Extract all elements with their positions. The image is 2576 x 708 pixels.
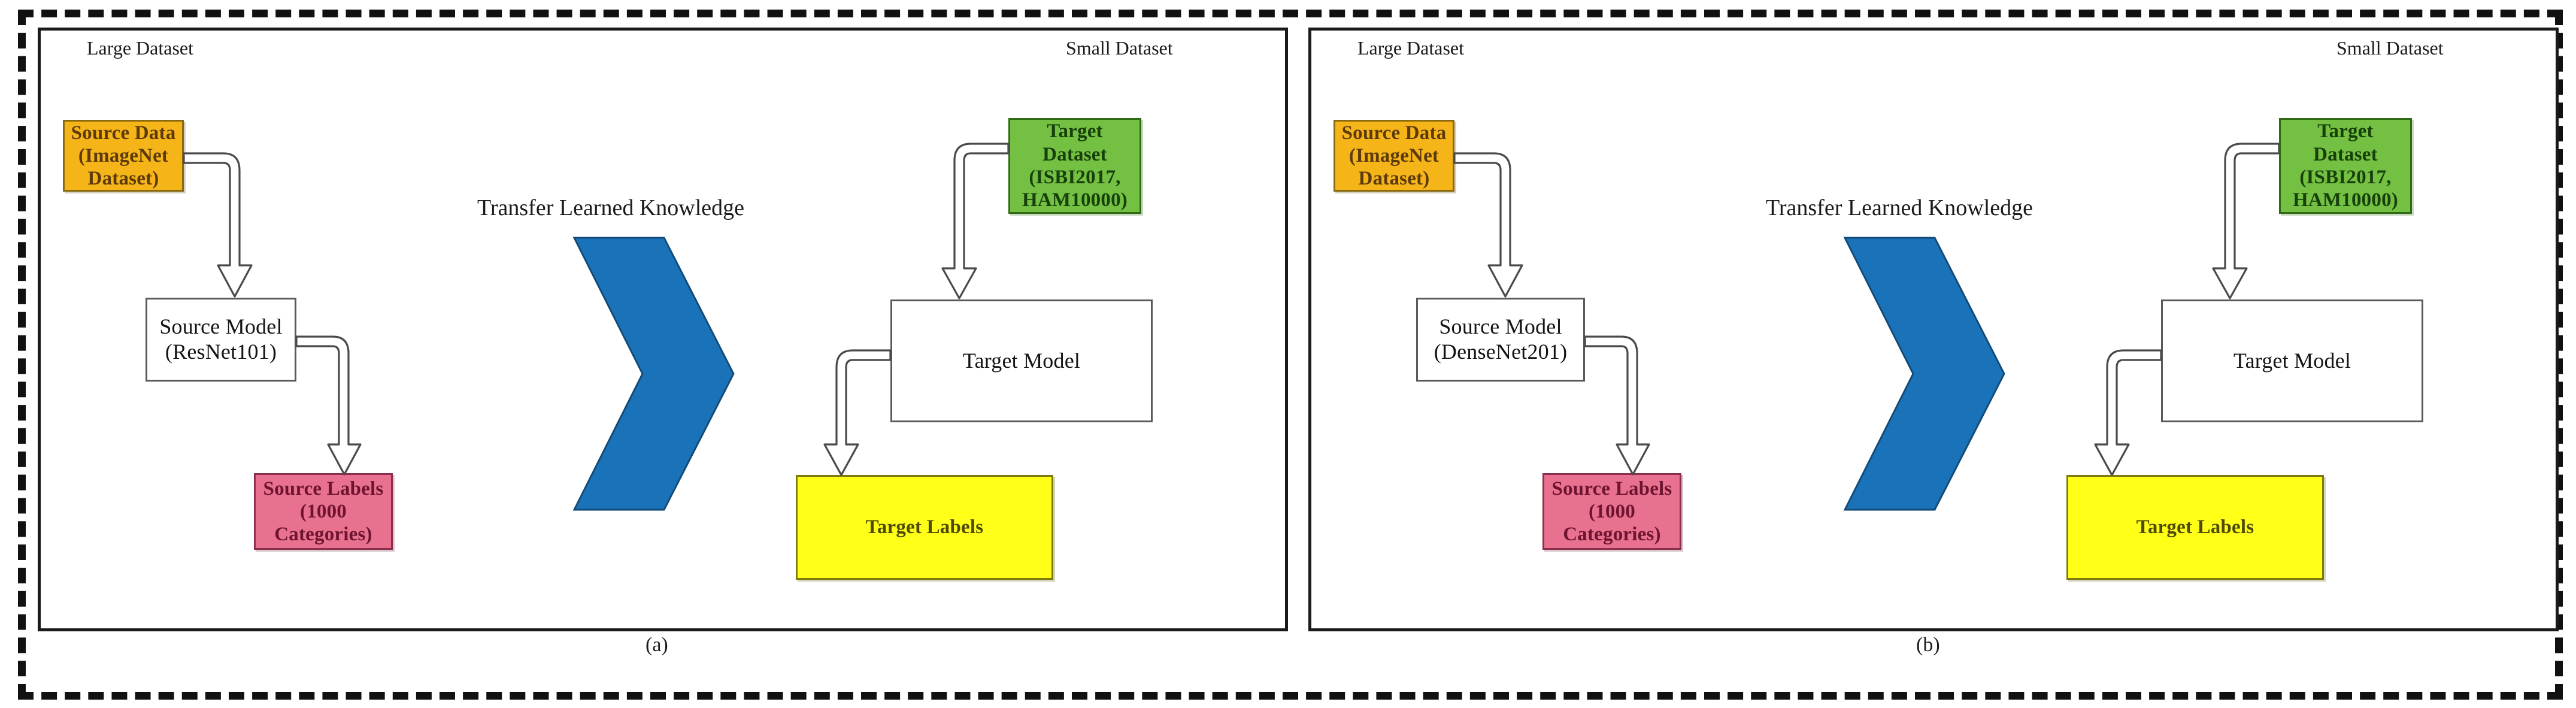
panel-b-target-labels-text: Target Labels [2136, 516, 2254, 538]
panel-a-source-data-box: Source Data (ImageNet Dataset) [63, 120, 184, 192]
panel-b-target-model-text: Target Model [2233, 348, 2351, 373]
panel-a-source-data-text: Source Data (ImageNet Dataset) [71, 122, 176, 190]
panel-b-caption: (b) [1916, 634, 1940, 656]
panel-a-target-model-text: Target Model [962, 348, 1081, 373]
panel-a-source-model-text: Source Model (ResNet101) [159, 314, 283, 364]
panel-a-small-dataset-label: Small Dataset [1066, 37, 1173, 59]
panel-a-large-dataset-label: Large Dataset [87, 37, 193, 59]
panel-b-source-labels-box: Source Labels (1000 Categories) [1542, 473, 1681, 550]
panel-a-target-dataset-text: Target Dataset (ISBI2017, HAM10000) [1022, 120, 1128, 211]
panel-b-source-model-box: Source Model (DenseNet201) [1416, 298, 1585, 382]
panel-a-target-model-box: Target Model [890, 299, 1153, 422]
panel-a-target-dataset-box: Target Dataset (ISBI2017, HAM10000) [1008, 118, 1141, 214]
panel-b-target-dataset-box: Target Dataset (ISBI2017, HAM10000) [2279, 118, 2412, 214]
panel-b-source-model-text: Source Model (DenseNet201) [1434, 314, 1568, 364]
panel-a-source-model-box: Source Model (ResNet101) [146, 298, 296, 382]
panel-b-target-labels-box: Target Labels [2066, 475, 2324, 580]
panel-b-target-dataset-text: Target Dataset (ISBI2017, HAM10000) [2293, 120, 2398, 211]
panel-a-target-labels-box: Target Labels [796, 475, 1053, 580]
panel-b-target-model-box: Target Model [2161, 299, 2423, 422]
panel-b-source-data-text: Source Data (ImageNet Dataset) [1341, 122, 1447, 190]
panel-a-caption: (a) [645, 634, 668, 656]
panel-b-source-labels-text: Source Labels (1000 Categories) [1551, 477, 1672, 546]
panel-b-source-data-box: Source Data (ImageNet Dataset) [1334, 120, 1454, 192]
panel-a-source-labels-text: Source Labels (1000 Categories) [263, 477, 384, 546]
panel-a-transfer-label: Transfer Learned Knowledge [477, 195, 744, 220]
panel-a-source-labels-box: Source Labels (1000 Categories) [254, 473, 393, 550]
panel-a-target-labels-text: Target Labels [865, 516, 984, 538]
panel-b-small-dataset-label: Small Dataset [2336, 37, 2444, 59]
panel-b-large-dataset-label: Large Dataset [1357, 37, 1464, 59]
panel-b-transfer-label: Transfer Learned Knowledge [1766, 195, 2033, 220]
